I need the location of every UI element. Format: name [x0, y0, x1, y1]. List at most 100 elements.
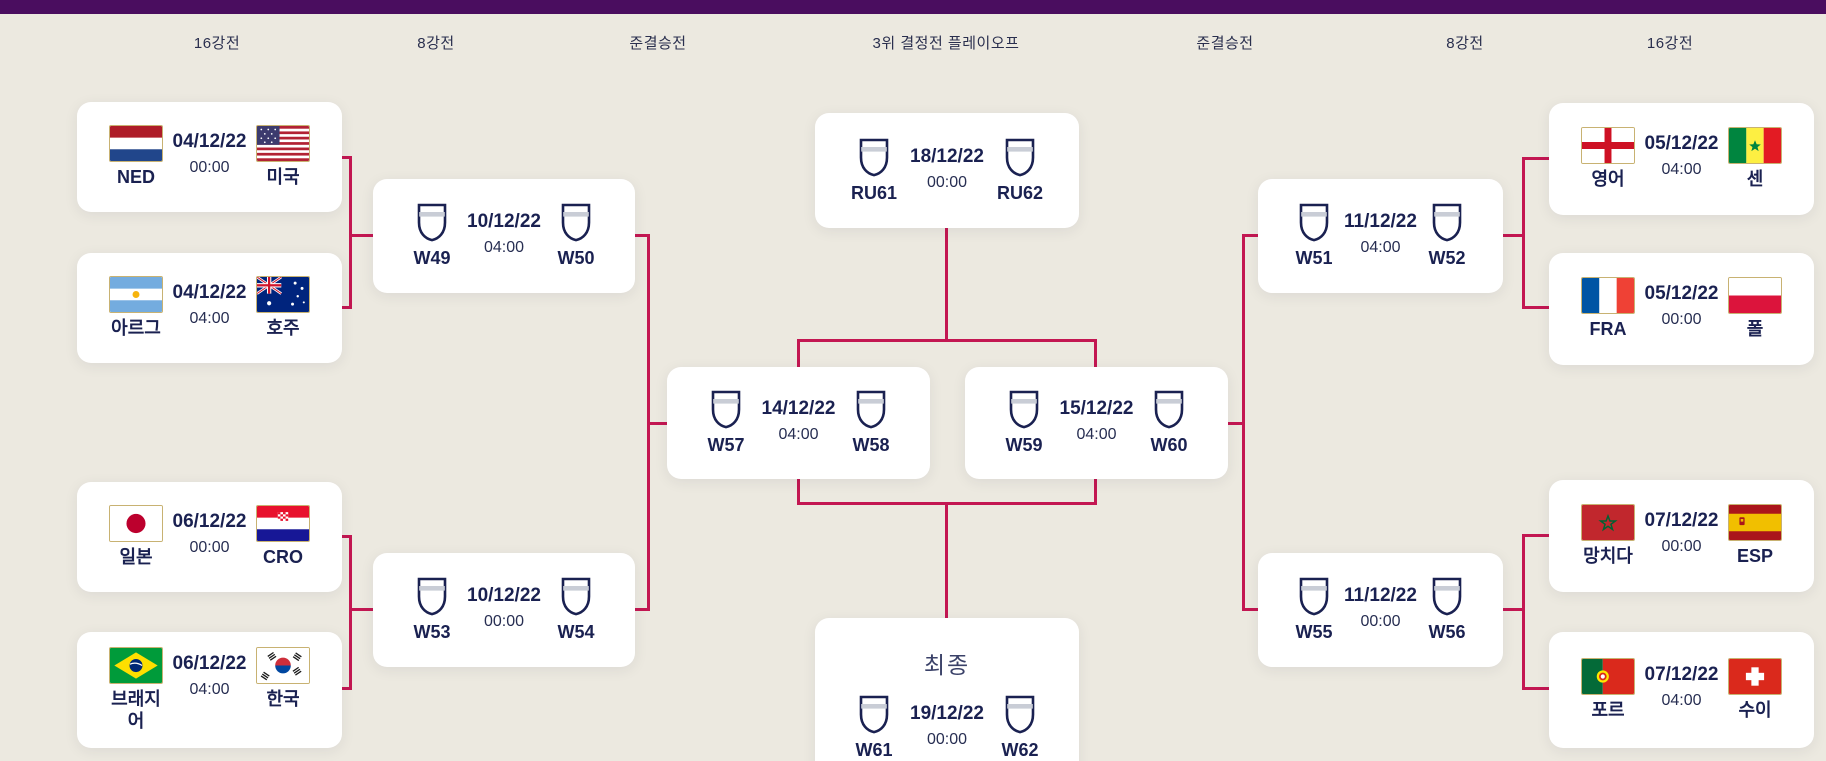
match-w59-w60[interactable]: W59 15/12/22 04:00 W60	[965, 367, 1228, 479]
match-date: 04/12/22	[172, 131, 247, 153]
bracket-connector-line	[1094, 339, 1097, 369]
match-schedule: 04/12/22 00:00	[173, 125, 247, 189]
away-side: 미국	[250, 125, 316, 189]
bracket-connector-line	[349, 608, 375, 611]
away-team-name: ESP	[1736, 546, 1774, 567]
match-row: RU61 18/12/22 00:00 RU62	[841, 137, 1053, 205]
match-date: 06/12/22	[172, 511, 247, 533]
match-mar-esp[interactable]: 망치다 07/12/22 00:00 ESP	[1549, 480, 1814, 592]
shield-icon	[1430, 202, 1464, 243]
match-bra-kor[interactable]: 브래지어 06/12/22 04:00 한국	[77, 632, 342, 748]
match-row: W49 10/12/22 04:00 W50	[399, 202, 609, 270]
home-side: 일본	[103, 505, 169, 569]
match-time: 04:00	[1076, 426, 1117, 444]
home-team-name: W57	[707, 435, 745, 456]
match-date: 11/12/22	[1344, 585, 1417, 607]
shield-icon	[857, 694, 891, 735]
home-side: W49	[399, 202, 465, 270]
home-team-name: NED	[116, 167, 155, 188]
match-por-sui[interactable]: 포르 07/12/22 04:00 수이	[1549, 632, 1814, 748]
match-eng-sen[interactable]: 영어 05/12/22 04:00 센	[1549, 103, 1814, 215]
bracket-connector-line	[1226, 422, 1245, 425]
match-row: 브래지어 06/12/22 04:00 한국	[103, 647, 316, 732]
bracket-connector-line	[1094, 477, 1097, 505]
round-header-r16-right: 16강전	[1646, 35, 1694, 52]
away-team-name: CRO	[263, 547, 303, 568]
flag-argentina-icon	[109, 276, 163, 314]
match-time: 00:00	[926, 173, 968, 191]
away-team-name: W50	[557, 248, 595, 269]
final-title: 최종	[923, 652, 971, 678]
match-fra-pol[interactable]: FRA 05/12/22 00:00 폴	[1549, 253, 1814, 365]
round-header-sf-left: 준결승전	[629, 35, 687, 52]
bracket-connector-line	[797, 477, 800, 505]
away-team-name: W54	[557, 622, 595, 643]
home-side: RU61	[841, 137, 907, 205]
match-time: 00:00	[1661, 538, 1702, 556]
match-schedule: 07/12/22 00:00	[1645, 504, 1719, 568]
shield-icon	[1297, 202, 1331, 243]
match-schedule: 06/12/22 04:00	[173, 647, 247, 732]
match-schedule: 07/12/22 04:00	[1645, 658, 1719, 722]
match-date: 11/12/22	[1344, 211, 1417, 233]
bracket-connector-line	[1522, 534, 1551, 537]
bracket-connector-line	[1242, 608, 1260, 611]
match-time: 00:00	[1661, 311, 1702, 329]
home-team-name: 포르	[1591, 700, 1625, 721]
bracket-connector-line	[633, 608, 649, 611]
match-ned-usa[interactable]: NED 04/12/22 00:00 미국	[77, 102, 342, 212]
match-arg-aus[interactable]: 아르그 04/12/22 04:00 호주	[77, 253, 342, 363]
match-jpn-cro[interactable]: 일본 06/12/22 00:00 CRO	[77, 482, 342, 592]
match-time: 04:00	[778, 426, 819, 444]
flag-croatia-icon	[256, 505, 310, 543]
match-date: 15/12/22	[1059, 398, 1134, 420]
bracket-connector-line	[797, 339, 1097, 342]
away-side: W52	[1417, 202, 1477, 270]
match-w57-w58[interactable]: W57 14/12/22 04:00 W58	[667, 367, 930, 479]
bracket-connector-line	[342, 156, 352, 159]
match-row: W59 15/12/22 04:00 W60	[991, 389, 1202, 457]
shield-icon	[854, 389, 888, 430]
away-team-name: 수이	[1738, 700, 1772, 721]
match-date: 19/12/22	[910, 703, 984, 724]
match-row: W51 11/12/22 04:00 W52	[1284, 202, 1477, 270]
away-side: 호주	[250, 276, 316, 340]
flag-usa-icon	[256, 125, 310, 163]
home-side: W51	[1284, 202, 1344, 270]
home-side: W55	[1284, 576, 1344, 644]
away-team-name: W52	[1428, 248, 1466, 269]
match-date: 18/12/22	[910, 145, 984, 167]
match-schedule: 05/12/22 00:00	[1645, 277, 1719, 341]
match-row: 일본 06/12/22 00:00 CRO	[103, 505, 316, 569]
match-row: 망치다 07/12/22 00:00 ESP	[1575, 504, 1788, 568]
match-ru61-ru62[interactable]: RU61 18/12/22 00:00 RU62	[815, 113, 1079, 228]
match-schedule: 04/12/22 04:00	[173, 276, 247, 340]
flag-france-icon	[1581, 277, 1635, 315]
home-team-name: 망치다	[1583, 546, 1633, 567]
away-side: W50	[543, 202, 609, 270]
home-team-name: 일본	[119, 547, 153, 568]
bracket-connector-line	[1501, 234, 1525, 237]
round-header-qf-left: 8강전	[417, 35, 455, 52]
match-date: 04/12/22	[172, 282, 247, 304]
match-w55-w56[interactable]: W55 11/12/22 00:00 W56	[1258, 553, 1503, 667]
match-time: 00:00	[189, 539, 230, 557]
match-w53-w54[interactable]: W53 10/12/22 00:00 W54	[373, 553, 635, 667]
home-side: NED	[103, 125, 169, 189]
match-schedule: 10/12/22 04:00	[467, 202, 541, 270]
home-side: W57	[693, 389, 759, 457]
match-w51-w52[interactable]: W51 11/12/22 04:00 W52	[1258, 179, 1503, 293]
match-w49-w50[interactable]: W49 10/12/22 04:00 W50	[373, 179, 635, 293]
match-date: 06/12/22	[172, 653, 247, 675]
match-row: W55 11/12/22 00:00 W56	[1284, 576, 1477, 644]
shield-icon	[1003, 694, 1037, 735]
home-team-name: 영어	[1591, 169, 1625, 190]
away-team-name: W56	[1428, 622, 1466, 643]
away-team-name: W60	[1150, 435, 1188, 456]
match-w61-w62[interactable]: 최종 W61 19/12/22 00:00 W62	[815, 618, 1079, 761]
match-row: FRA 05/12/22 00:00 폴	[1575, 277, 1788, 341]
away-side: RU62	[987, 137, 1053, 205]
flag-brazil-icon	[109, 647, 163, 685]
home-team-name: W49	[413, 248, 451, 269]
